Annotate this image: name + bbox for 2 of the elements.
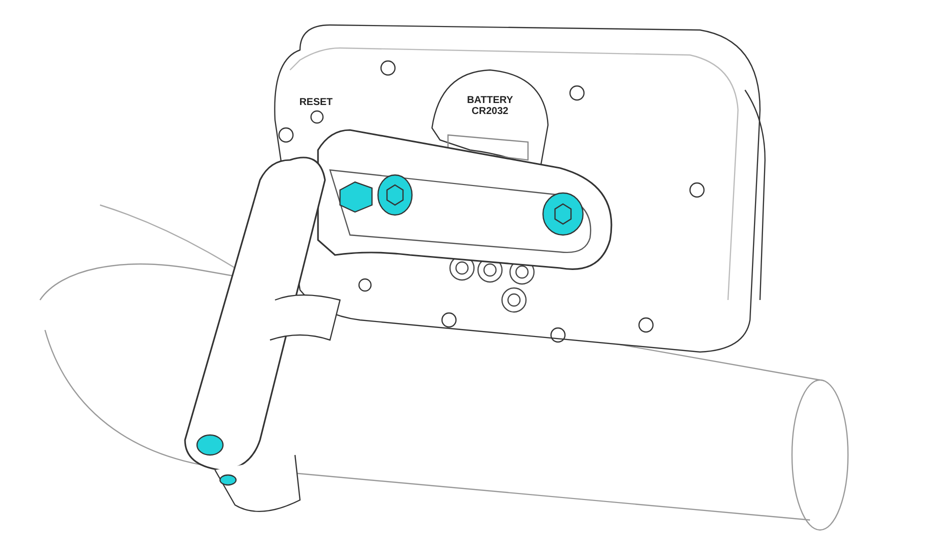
printed-label: RESET: [298, 97, 334, 108]
printed-label: BATTERY CR2032: [466, 95, 514, 117]
